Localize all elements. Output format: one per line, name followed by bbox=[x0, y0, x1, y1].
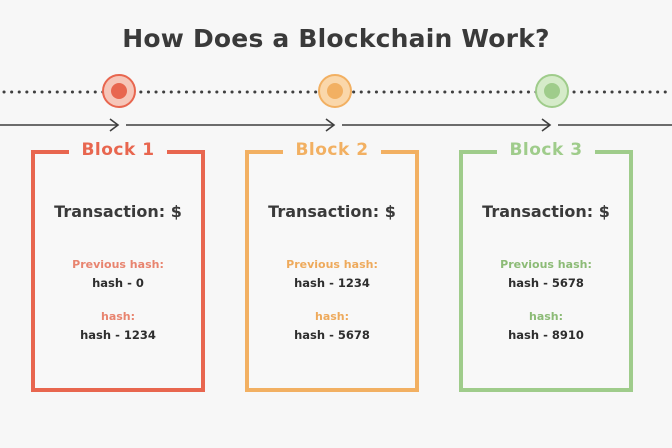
previous-hash-value: hash - 5678 bbox=[508, 276, 584, 290]
arrow-2 bbox=[126, 118, 336, 132]
hash-value: hash - 5678 bbox=[294, 328, 370, 342]
page-title: How Does a Blockchain Work? bbox=[122, 24, 550, 53]
hash-label: hash: bbox=[528, 310, 564, 323]
previous-hash-label: Previous hash: bbox=[500, 258, 592, 271]
block-title: Block 1 bbox=[69, 140, 167, 160]
hash-label: hash: bbox=[314, 310, 350, 323]
block-3-node-icon bbox=[535, 74, 569, 108]
block-card-1: Block 1 Transaction: $ Previous hash: ha… bbox=[31, 140, 205, 392]
previous-hash-value: hash - 1234 bbox=[294, 276, 370, 290]
block-1-node-icon bbox=[102, 74, 136, 108]
arrow-1 bbox=[0, 118, 120, 132]
transaction-label: Transaction: $ bbox=[482, 202, 610, 221]
transaction-label: Transaction: $ bbox=[54, 202, 182, 221]
block-title: Block 2 bbox=[283, 140, 381, 160]
block-2-node-icon bbox=[318, 74, 352, 108]
hash-value: hash - 8910 bbox=[508, 328, 584, 342]
arrow-3 bbox=[342, 118, 552, 132]
hash-label: hash: bbox=[100, 310, 136, 323]
previous-hash-label: Previous hash: bbox=[286, 258, 378, 271]
transaction-label: Transaction: $ bbox=[268, 202, 396, 221]
block-title: Block 3 bbox=[497, 140, 595, 160]
block-card-2: Block 2 Transaction: $ Previous hash: ha… bbox=[245, 140, 419, 392]
block-card-3: Block 3 Transaction: $ Previous hash: ha… bbox=[459, 140, 633, 392]
previous-hash-value: hash - 0 bbox=[92, 276, 144, 290]
previous-hash-label: Previous hash: bbox=[72, 258, 164, 271]
hash-value: hash - 1234 bbox=[80, 328, 156, 342]
